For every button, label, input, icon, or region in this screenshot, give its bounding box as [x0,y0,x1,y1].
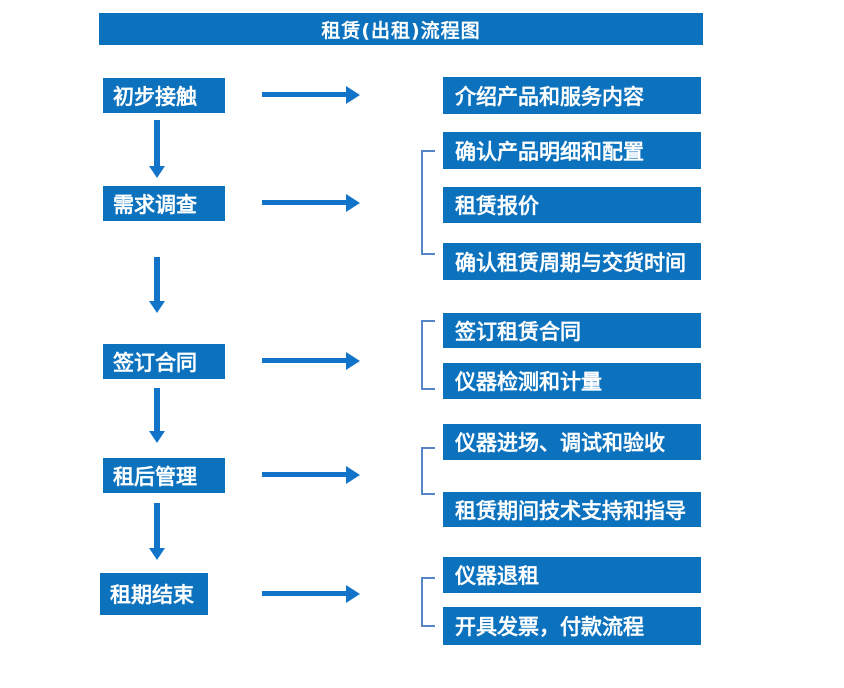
output-box: 租赁报价 [443,187,701,223]
group-bracket [421,577,435,627]
flow-title: 租赁(出租)流程图 [99,13,703,45]
group-bracket [421,320,435,390]
output-box: 仪器退租 [443,557,701,593]
group-bracket [421,447,435,495]
right-arrow [262,194,360,212]
step-box-sign-contract: 签订合同 [103,344,225,379]
output-box: 介绍产品和服务内容 [443,77,701,114]
down-arrow [149,503,165,560]
right-arrow [262,352,360,370]
output-box: 签订租赁合同 [443,313,701,348]
step-box-rental-end: 租期结束 [100,573,208,615]
right-arrow [262,86,360,104]
step-box-post-rental-management: 租后管理 [103,458,225,493]
group-bracket [421,150,435,255]
step-box-demand-survey: 需求调查 [103,186,225,221]
output-box: 仪器检测和计量 [443,363,701,399]
output-box: 租赁期间技术支持和指导 [443,492,701,527]
right-arrow [262,466,360,484]
down-arrow [149,120,165,178]
down-arrow [149,388,165,443]
output-box: 确认租赁周期与交货时间 [443,243,701,280]
output-box: 确认产品明细和配置 [443,132,701,169]
output-box: 仪器进场、调试和验收 [443,424,701,460]
right-arrow [262,585,360,603]
down-arrow [149,257,165,313]
step-box-initial-contact: 初步接触 [103,78,225,113]
output-box: 开具发票，付款流程 [443,607,701,645]
